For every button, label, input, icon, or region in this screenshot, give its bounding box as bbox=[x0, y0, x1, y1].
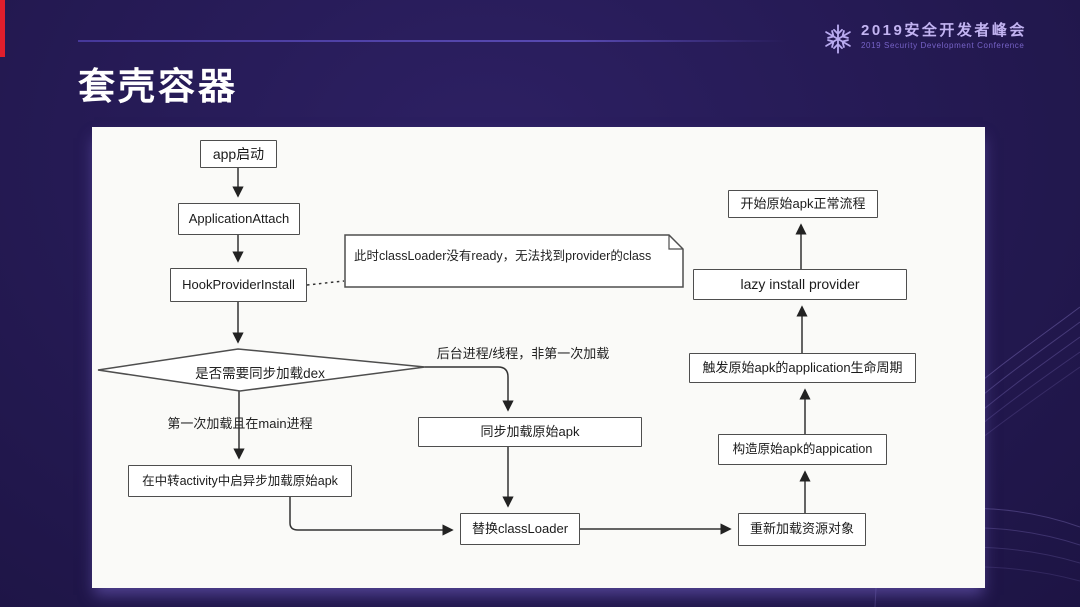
snowflake-icon bbox=[825, 24, 851, 54]
note-text: 此时classLoader没有ready，无法找到provider的class bbox=[354, 249, 652, 263]
node-hook-provider-install: HookProviderInstall bbox=[170, 268, 307, 302]
page-title: 套壳容器 bbox=[78, 66, 238, 107]
conference-logo: 2019安全开发者峰会 2019 Security Development Co… bbox=[822, 22, 1027, 56]
conference-name-cn: 2019安全开发者峰会 bbox=[861, 22, 1027, 39]
edge-label-first-load: 第一次加载且在main进程 bbox=[167, 416, 313, 431]
header-divider-line bbox=[78, 40, 786, 42]
decision-label: 是否需要同步加载dex bbox=[195, 366, 325, 381]
node-app-start: app启动 bbox=[200, 140, 277, 168]
node-application-attach: ApplicationAttach bbox=[178, 203, 300, 235]
node-transit-activity: 在中转activity中启异步加载原始apk bbox=[128, 465, 352, 497]
node-replace-classloader: 替换classLoader bbox=[460, 513, 580, 545]
conference-logo-text: 2019安全开发者峰会 2019 Security Development Co… bbox=[861, 22, 1027, 51]
node-construct-application: 构造原始apk的appication bbox=[718, 434, 887, 465]
node-reload-resources: 重新加载资源对象 bbox=[738, 513, 866, 546]
node-sync-load: 同步加载原始apk bbox=[418, 417, 642, 447]
node-trigger-lifecycle: 触发原始apk的application生命周期 bbox=[689, 353, 916, 383]
flowchart-panel: app启动 ApplicationAttach HookProviderInst… bbox=[92, 127, 985, 588]
red-edge-accent bbox=[0, 0, 5, 57]
edge-label-background-process: 后台进程/线程，非第一次加载 bbox=[436, 346, 610, 361]
node-lazy-install-provider: lazy install provider bbox=[693, 269, 907, 300]
node-start-normal-flow: 开始原始apk正常流程 bbox=[728, 190, 878, 218]
conference-name-en: 2019 Security Development Conference bbox=[861, 41, 1025, 50]
